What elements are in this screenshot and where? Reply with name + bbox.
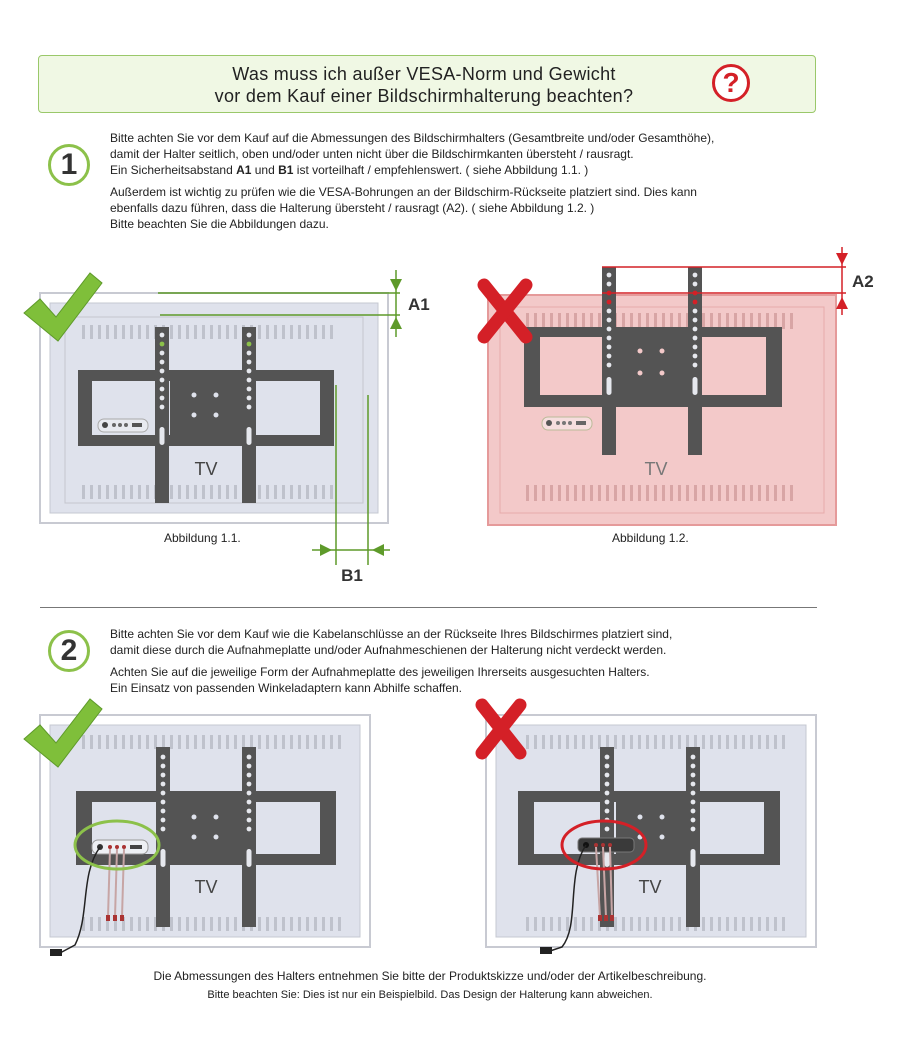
safety-text: und [251,163,279,177]
mount-rail-left [156,747,170,927]
connector-panel-covered [577,837,635,853]
section2-line: Bitte achten Sie vor dem Kauf wie die Ka… [110,627,673,641]
section1-line: Außerdem ist wichtig zu prüfen wie die V… [110,185,697,199]
section1-safety-line: Ein Sicherheitsabstand A1 und B1 ist vor… [110,162,830,178]
safety-b1: B1 [278,163,294,177]
section1-line: damit der Halter seitlich, oben und/oder… [110,147,634,161]
mount-rail-right [242,747,256,927]
caption-fig-1-2: Abbildung 1.2. [612,531,689,545]
plate-holes [191,392,219,418]
question-mark-icon: ? [712,64,750,102]
tv-label: TV [194,877,217,897]
mount-plate [170,377,242,439]
caption-fig-1-1: Abbildung 1.1. [164,531,241,545]
label-a2: A2 [852,272,874,291]
page-title: Was muss ich außer VESA-Norm und Gewicht… [164,63,684,107]
section2-text: Bitte achten Sie vor dem Kauf wie die Ka… [110,626,830,696]
section2-line: damit diese durch die Aufnahmeplatte und… [110,643,667,657]
check-mark-icon [23,698,103,768]
section2-line: Achten Sie auf die jeweilige Form der Au… [110,665,650,679]
page-title-line2: vor dem Kauf einer Bildschirmhalterung b… [214,86,634,106]
section2-line: Ein Einsatz von passenden Winkeladaptern… [110,681,463,695]
step-number-2: 2 [48,630,90,672]
step-number-1: 1 [48,144,90,186]
section1-line: ebenfalls dazu führen, dass die Halterun… [110,201,595,215]
tv-inner-border-pink [499,306,825,514]
figure-1-2: TV A2 [477,247,874,526]
figure-1-1: TV A1 B1 [23,270,430,585]
mount-plate [616,331,688,401]
mount-plate [170,797,244,859]
connector-panel [97,418,149,433]
footer-note: Die Abmessungen des Halters entnehmen Si… [153,969,707,983]
tv-label: TV [638,877,661,897]
section-divider [40,607,817,608]
cables [595,846,613,918]
safety-text: ist vorteilhaft / empfehlenswert. ( sieh… [293,163,589,177]
plate-holes [637,348,665,376]
connector-panel [541,416,593,431]
tv-label: TV [644,459,667,479]
section1-line: Bitte achten Sie vor dem Kauf auf die Ab… [110,131,715,145]
section1-line: Bitte beachten Sie die Abbildungen dazu. [110,217,329,231]
tv-label: TV [194,459,217,479]
mount-rail-right [688,267,702,455]
page-title-line1: Was muss ich außer VESA-Norm und Gewicht [232,64,616,84]
footer-disclaimer: Bitte beachten Sie: Dies ist nur ein Bei… [207,989,653,1001]
header-banner: Was muss ich außer VESA-Norm und Gewicht… [38,55,816,113]
power-plug [540,947,552,954]
power-cable [59,846,101,954]
connector-panel [91,839,149,855]
safety-a1: A1 [236,163,252,177]
tv-inner-border [64,316,364,504]
power-cable [549,844,587,952]
safety-text: Ein Sicherheitsabstand [110,163,237,177]
mount-rail-left [602,267,616,455]
cross-mark-icon [475,698,527,760]
mount-rail-right [686,747,700,927]
cables [107,848,125,918]
label-a1: A1 [408,295,430,314]
vent-slots [82,735,341,931]
figure-2-left: TV [23,698,371,956]
highlight-circle-bad [560,819,648,871]
check-mark-icon [23,272,103,342]
figure-2-right: TV [475,698,817,954]
mount-rail-right [242,327,256,503]
section1-text: Bitte achten Sie vor dem Kauf auf die Ab… [110,130,830,232]
cross-mark-icon [477,278,533,344]
highlight-circle-ok [73,819,161,871]
power-plug [50,949,62,956]
mount-rail-left [155,327,169,503]
label-b1: B1 [341,566,363,585]
